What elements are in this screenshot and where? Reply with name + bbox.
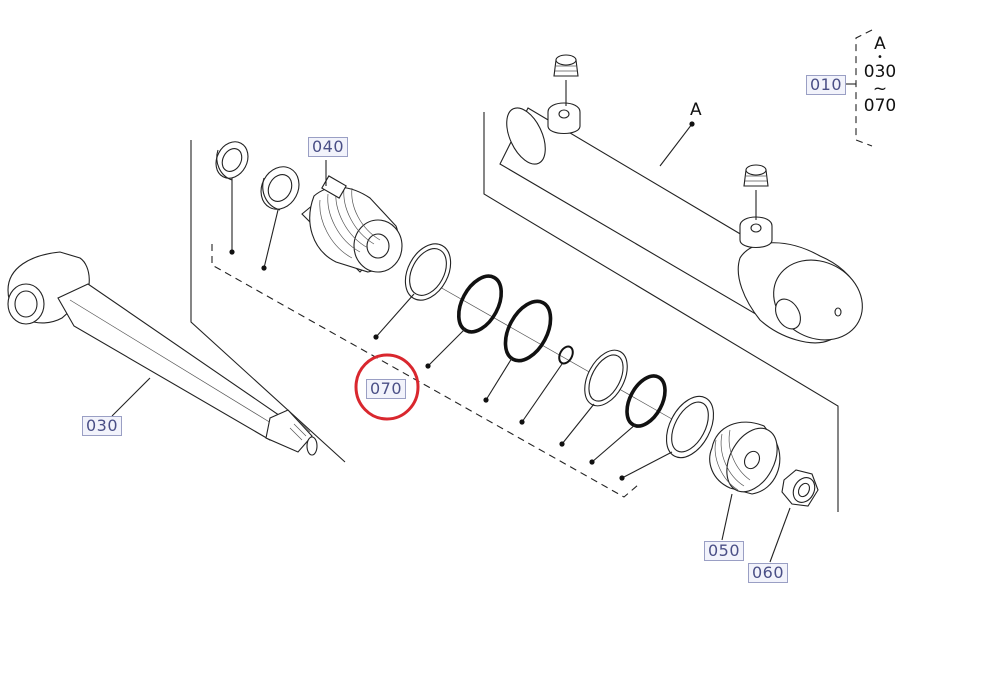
leader-a-dot xyxy=(689,121,695,127)
legend-dot: • xyxy=(877,52,883,63)
highlight-circle xyxy=(354,353,420,421)
wiper-seal-part[interactable] xyxy=(210,136,254,184)
callout-070[interactable]: 070 xyxy=(366,379,407,399)
backup-ring-1[interactable] xyxy=(396,236,459,308)
backup-ring-2[interactable] xyxy=(576,343,636,413)
legend-to: 070 xyxy=(863,96,897,116)
o-ring-1[interactable] xyxy=(450,269,510,339)
nut-part[interactable] xyxy=(781,469,819,507)
legend-range: A • 030 ~ 070 xyxy=(858,34,902,116)
callout-010[interactable]: 010 xyxy=(806,75,847,95)
assembly-label-a: A xyxy=(690,100,702,120)
callout-030[interactable]: 030 xyxy=(82,416,123,436)
leader-dots xyxy=(229,178,673,481)
legend-tilde: ~ xyxy=(872,79,888,99)
callout-050[interactable]: 050 xyxy=(704,541,745,561)
small-o-ring[interactable] xyxy=(556,344,575,366)
backup-ring-3[interactable] xyxy=(657,388,723,465)
grease-fitting-2[interactable] xyxy=(743,164,769,220)
piston-rod-part[interactable] xyxy=(7,251,318,456)
leader-050 xyxy=(721,493,733,541)
cylinder-frame xyxy=(483,112,839,512)
o-ring-2[interactable] xyxy=(496,294,560,368)
leader-030 xyxy=(111,377,151,417)
leader-060 xyxy=(769,507,791,563)
gland-part[interactable] xyxy=(301,175,403,273)
piston-part[interactable] xyxy=(709,420,788,501)
leader-a xyxy=(659,123,693,167)
grease-fitting-1[interactable] xyxy=(553,54,579,106)
callout-060[interactable]: 060 xyxy=(748,563,789,583)
cylinder-body-part[interactable] xyxy=(499,102,877,355)
callout-040[interactable]: 040 xyxy=(308,137,349,157)
explode-axis xyxy=(409,269,701,436)
rod-seal-part[interactable] xyxy=(254,160,306,216)
o-ring-3[interactable] xyxy=(619,370,673,433)
legend-from: 030 xyxy=(863,62,897,82)
legend-top: A xyxy=(874,34,886,54)
